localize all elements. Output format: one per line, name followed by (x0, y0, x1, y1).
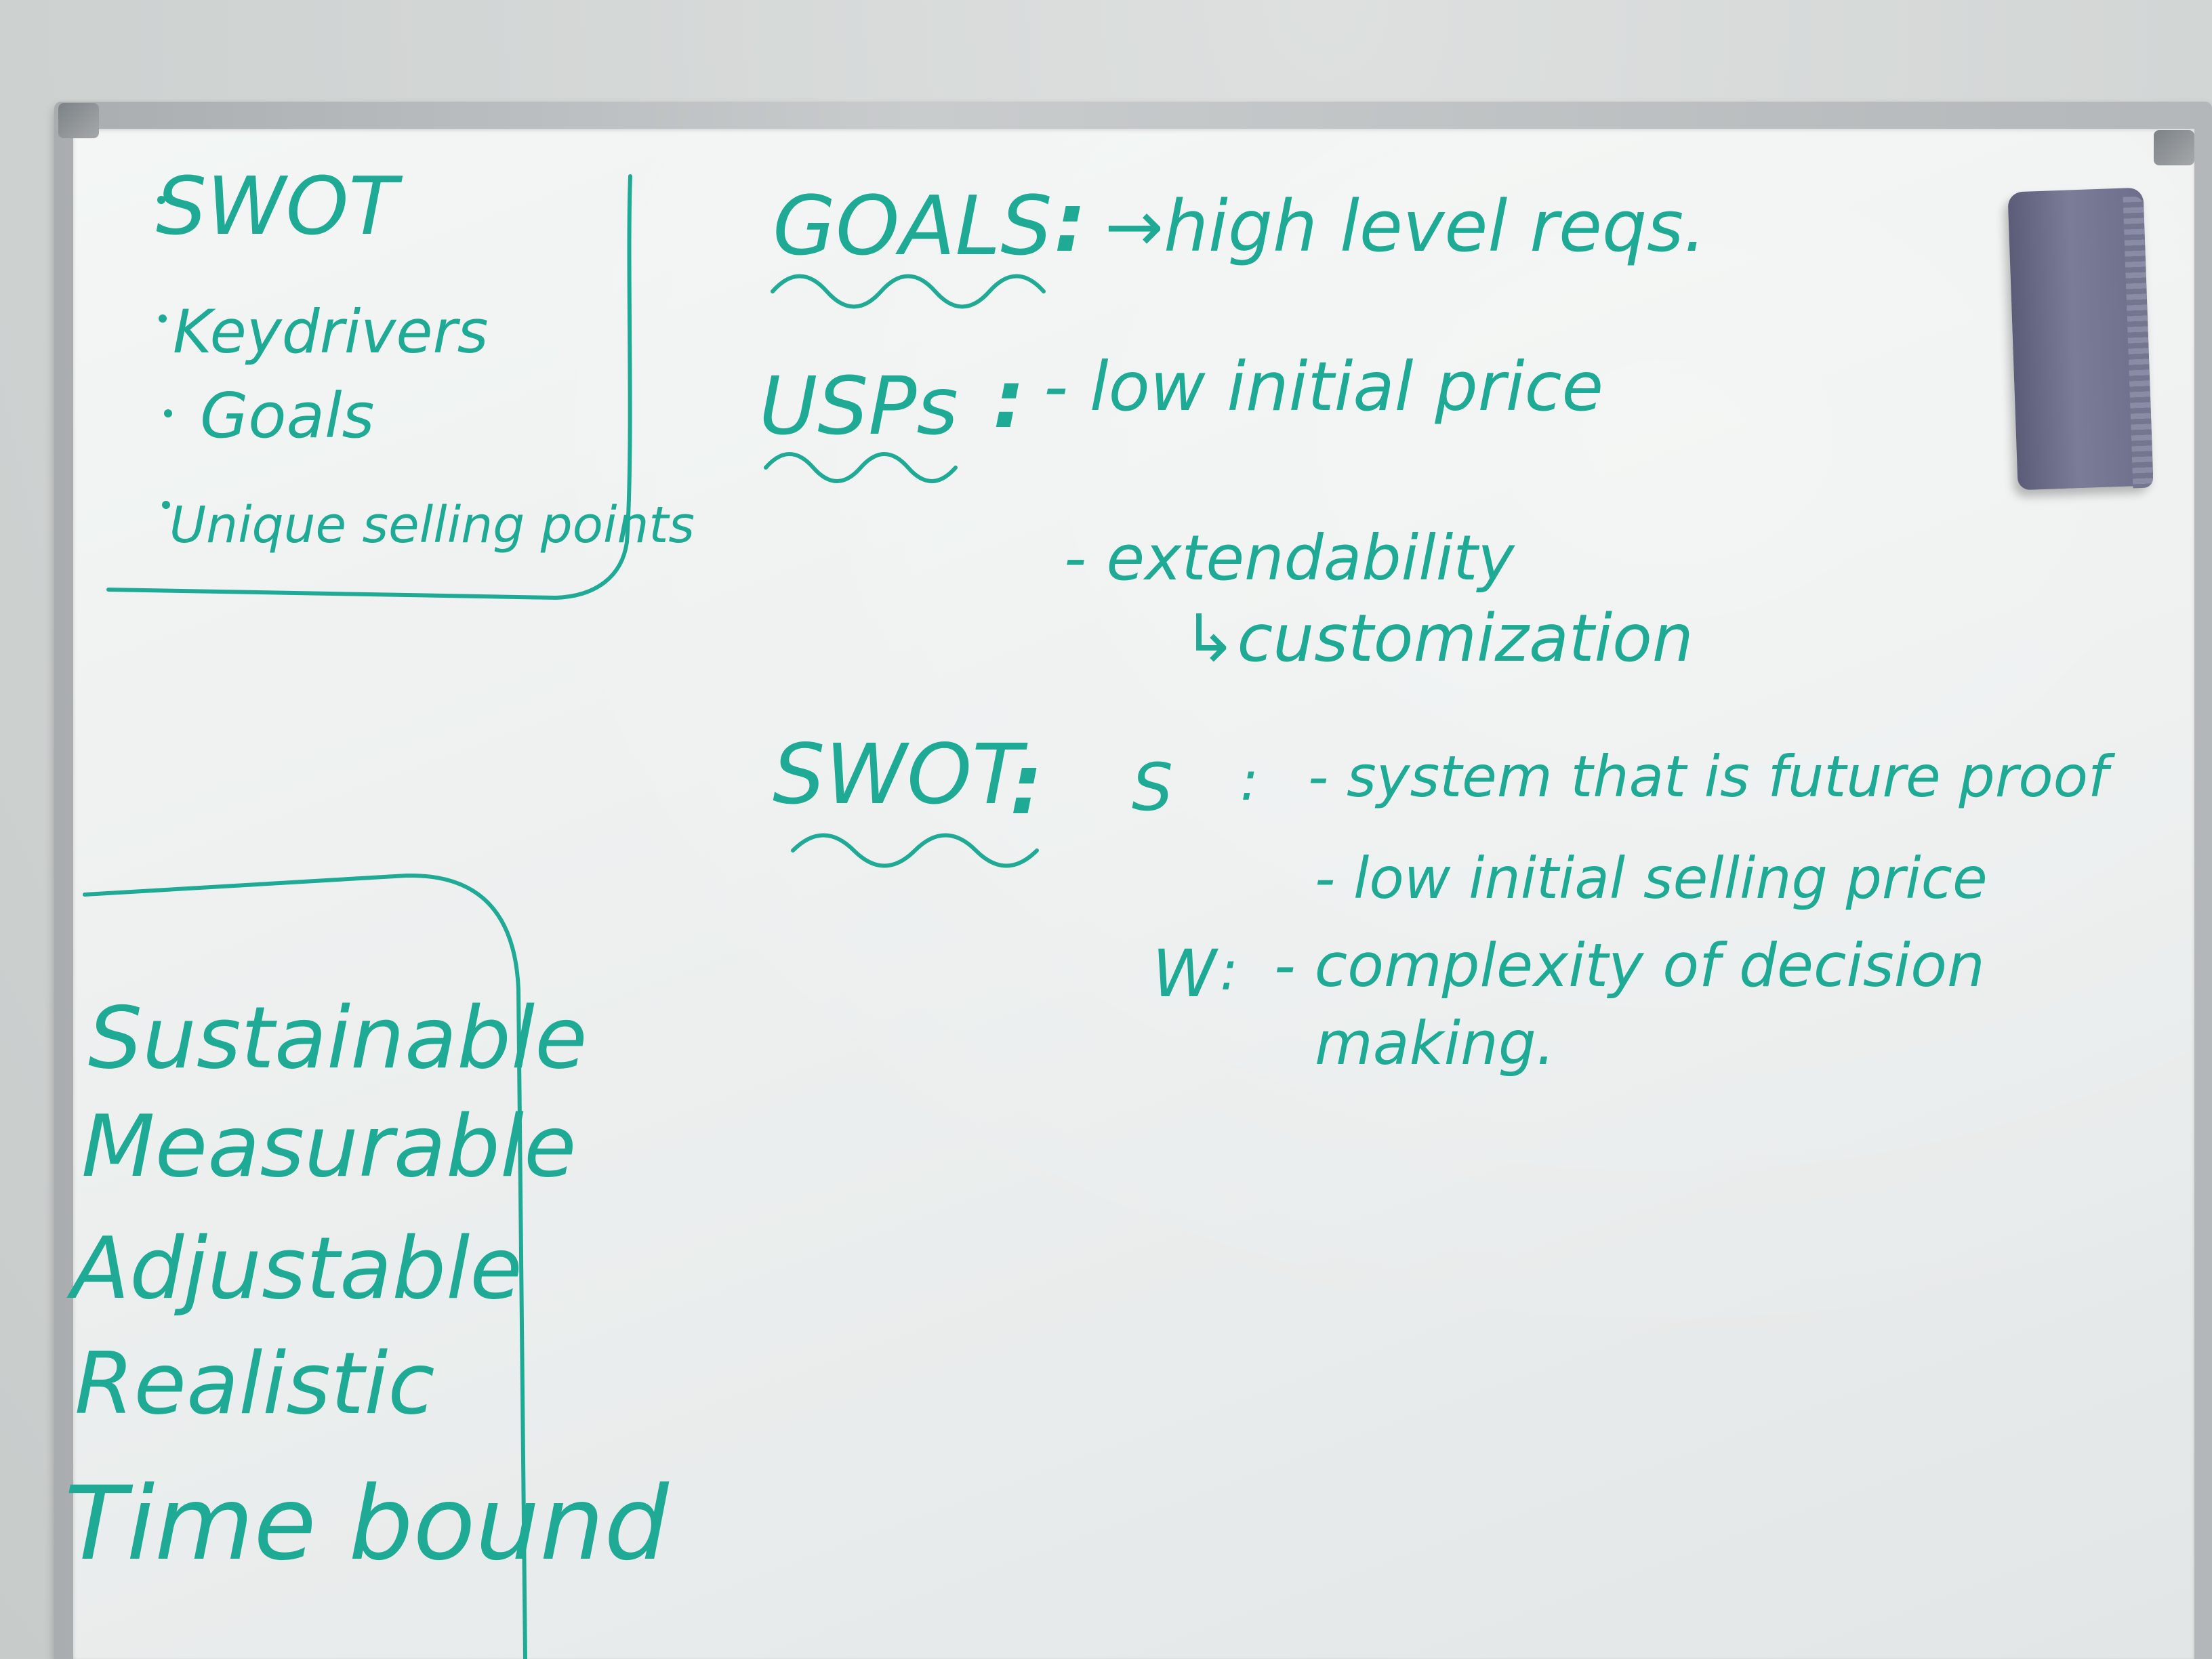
top-left-item-keydrivers: Keydrivers (173, 297, 489, 367)
swot-section: SWOT : S : - system that is future proof… (773, 726, 2116, 1078)
swot-w-colon: : (1220, 939, 1238, 1002)
goals-section: GOALS : →high level reqs. (771, 176, 1706, 309)
usps-colon: : (993, 352, 1025, 446)
smart-box-outline (83, 873, 527, 1659)
swot-w-item-complexity: - complexity of decision (1274, 930, 1985, 1000)
goals-colon: : (1054, 176, 1086, 270)
usp-item-low-initial-price: - low initial price (1044, 347, 1603, 426)
goals-underline-squiggle (771, 274, 1046, 309)
goals-text: →high level reqs. (1105, 185, 1706, 268)
whiteboard-surface (73, 129, 2194, 1659)
swot-s-item-future-proof: - system that is future proof (1308, 743, 2116, 810)
smart-item-realistic: Realistic (75, 1334, 435, 1433)
smart-item-measurable: Measurable (81, 1097, 576, 1196)
swot-w-item-making: making. (1315, 1008, 1555, 1078)
bullet-dot (159, 314, 167, 323)
usp-item-extendability: - extendability (1064, 522, 1515, 594)
bullet-dot (164, 409, 172, 417)
goals-heading: GOALS (773, 180, 1052, 274)
usp-item-customization: ↳customization (1183, 600, 1694, 676)
bullet-dot (157, 196, 165, 204)
top-left-item-swot: SWOT (156, 159, 403, 253)
swot-colon: : (1010, 737, 1043, 833)
swot-s-colon: : (1240, 750, 1258, 813)
top-left-item-usp: Unique selling points (169, 496, 695, 554)
smart-box: Sustainable Measurable Adjustable Realis… (64, 873, 670, 1659)
smart-item-adjustable: Adjustable (66, 1218, 523, 1318)
smart-item-time-bound: Time bound (64, 1465, 670, 1583)
swot-heading: SWOT (773, 726, 1028, 823)
top-left-box-outline (106, 174, 632, 600)
usps-section: USPs : - low initial price - extendabili… (759, 347, 1694, 676)
bullet-dot (162, 501, 170, 509)
top-left-item-goals: Goals (200, 380, 374, 452)
smart-item-sustainable: Sustainable (88, 988, 588, 1088)
top-left-box: SWOT Keydrivers Goals Unique selling poi… (106, 159, 695, 600)
frame-corner-top-left (58, 103, 99, 138)
swot-s-item-low-price: - low initial selling price (1315, 845, 1988, 912)
frame-corner-top-right (2154, 130, 2194, 165)
swot-w-label: W (1152, 936, 1218, 1012)
swot-underline-squiggle (791, 833, 1039, 868)
usps-heading: USPs (759, 359, 958, 453)
usps-underline-squiggle (764, 452, 958, 483)
swot-s-label: S (1132, 750, 1173, 825)
